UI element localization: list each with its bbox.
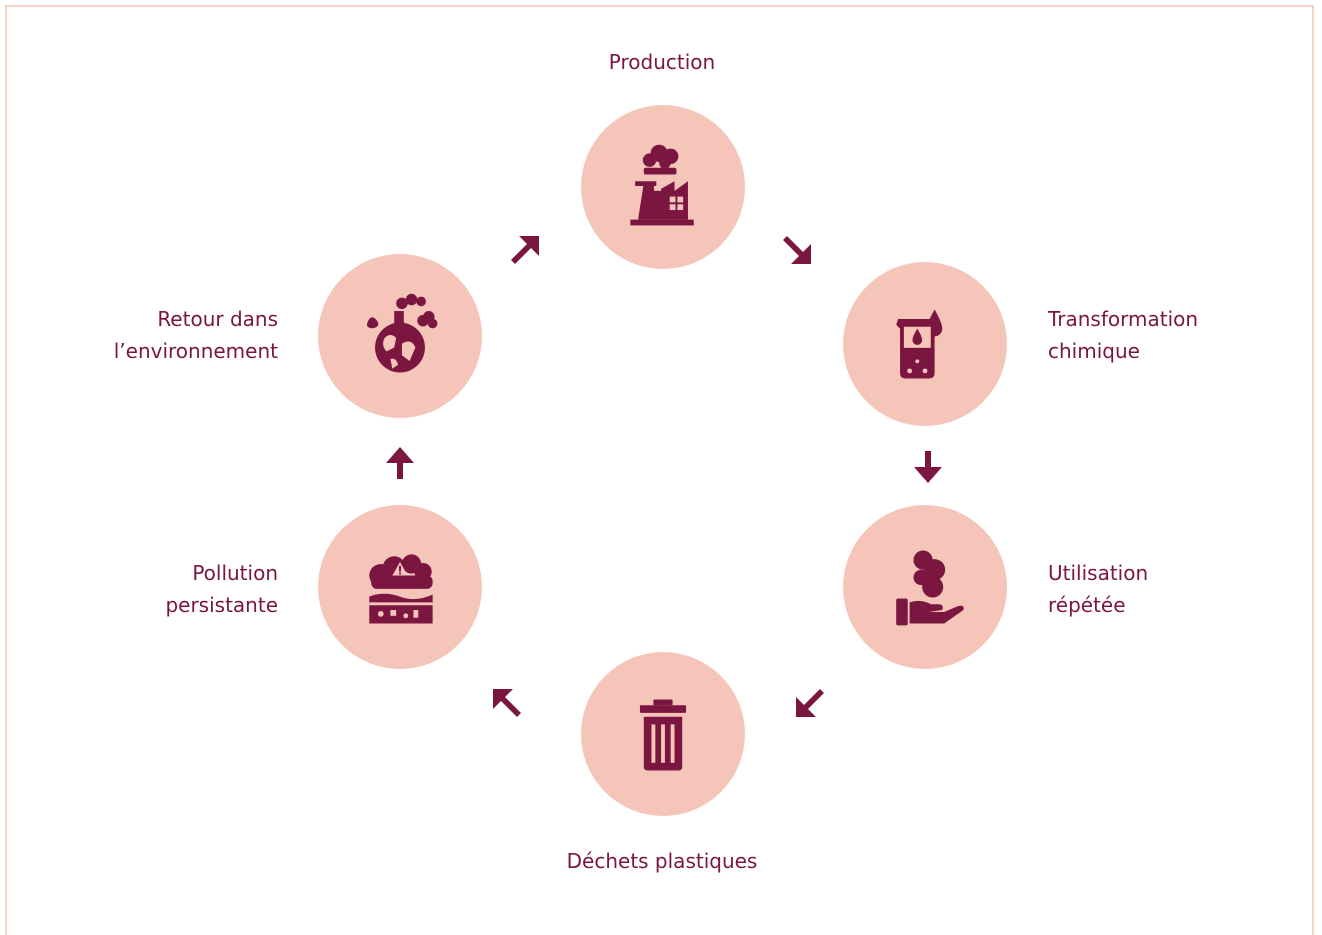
arrow-utilisation-to-dechets [790, 683, 830, 723]
stage-production [581, 105, 745, 269]
label-dechets: Déchets plastiques [566, 849, 758, 873]
beaker-icon [896, 309, 943, 379]
stage-retour [318, 254, 482, 418]
label-retour: Retour dans l’environnement [113, 307, 278, 363]
hand-holding-icon [896, 550, 964, 626]
polluted-earth-icon [366, 293, 438, 373]
arrow-dechets-to-pollution [487, 683, 527, 723]
arrow-production-to-transformation [777, 230, 817, 270]
trash-can-icon [639, 699, 687, 771]
stage-dechets [581, 652, 745, 816]
label-pollution: Pollution persistante [165, 561, 278, 617]
arrow-pollution-to-retour [380, 443, 420, 483]
label-production: Production [608, 50, 716, 74]
label-transformation: Transformation chimique [1048, 307, 1199, 363]
label-utilisation: Utilisation répétée [1048, 561, 1149, 617]
factory-icon [630, 144, 694, 226]
arrow-transformation-to-utilisation [908, 447, 948, 487]
stage-transformation [843, 262, 1007, 426]
stage-utilisation [843, 505, 1007, 669]
polluted-ground-icon [369, 554, 433, 624]
arrow-retour-to-production [505, 230, 545, 270]
diagram-frame [5, 5, 1314, 935]
stage-pollution [318, 505, 482, 669]
